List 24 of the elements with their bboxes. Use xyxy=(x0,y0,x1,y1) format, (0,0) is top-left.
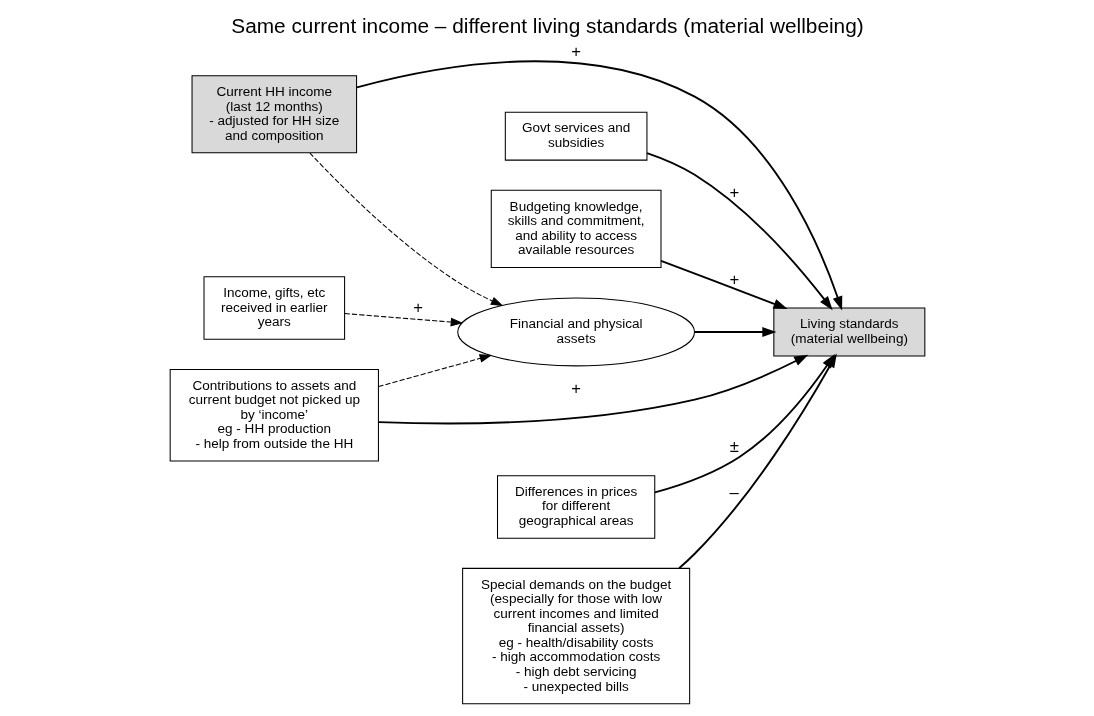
edge-label: + xyxy=(412,298,423,318)
node-box: Living standards (material wellbeing) xyxy=(772,307,925,357)
edge-label: + xyxy=(728,183,739,203)
node-box: Govt services and subsidies xyxy=(504,111,647,161)
node-box: Budgeting knowledge, skills and commitment, and ability to access available resources xyxy=(490,189,661,268)
edge-label: ± xyxy=(729,436,739,456)
arrow xyxy=(343,313,463,327)
arrow xyxy=(659,259,788,309)
edge-label: + xyxy=(570,41,581,61)
arrow xyxy=(645,152,833,311)
diagram-title: Same current income – different living standards (material wellbeing) xyxy=(230,14,864,38)
node-box: Income, gifts, etc received in earlier years xyxy=(203,276,345,340)
arrow xyxy=(355,60,842,311)
edge-label: + xyxy=(570,379,581,399)
arrow xyxy=(377,354,808,425)
edge-label: – xyxy=(729,483,739,503)
node-box: Contributions to assets and current budget not picked up by ‘income’ eg - HH production - help from outside the HH xyxy=(169,368,379,462)
node-box: Special demands on the budget (especially for those with low current incomes and limited financial assets) eg - health/disability costs - high accommodation costs - high debt servicing - unexpected bills xyxy=(461,567,690,705)
arrow xyxy=(693,327,776,337)
edge-label: + xyxy=(728,269,739,289)
node-box: Current HH income (last 12 months) - adjusted for HH size and composition xyxy=(191,75,357,154)
arrow xyxy=(308,152,503,307)
node-box: Differences in prices for different geographical areas xyxy=(496,475,655,539)
arrow xyxy=(377,354,492,388)
